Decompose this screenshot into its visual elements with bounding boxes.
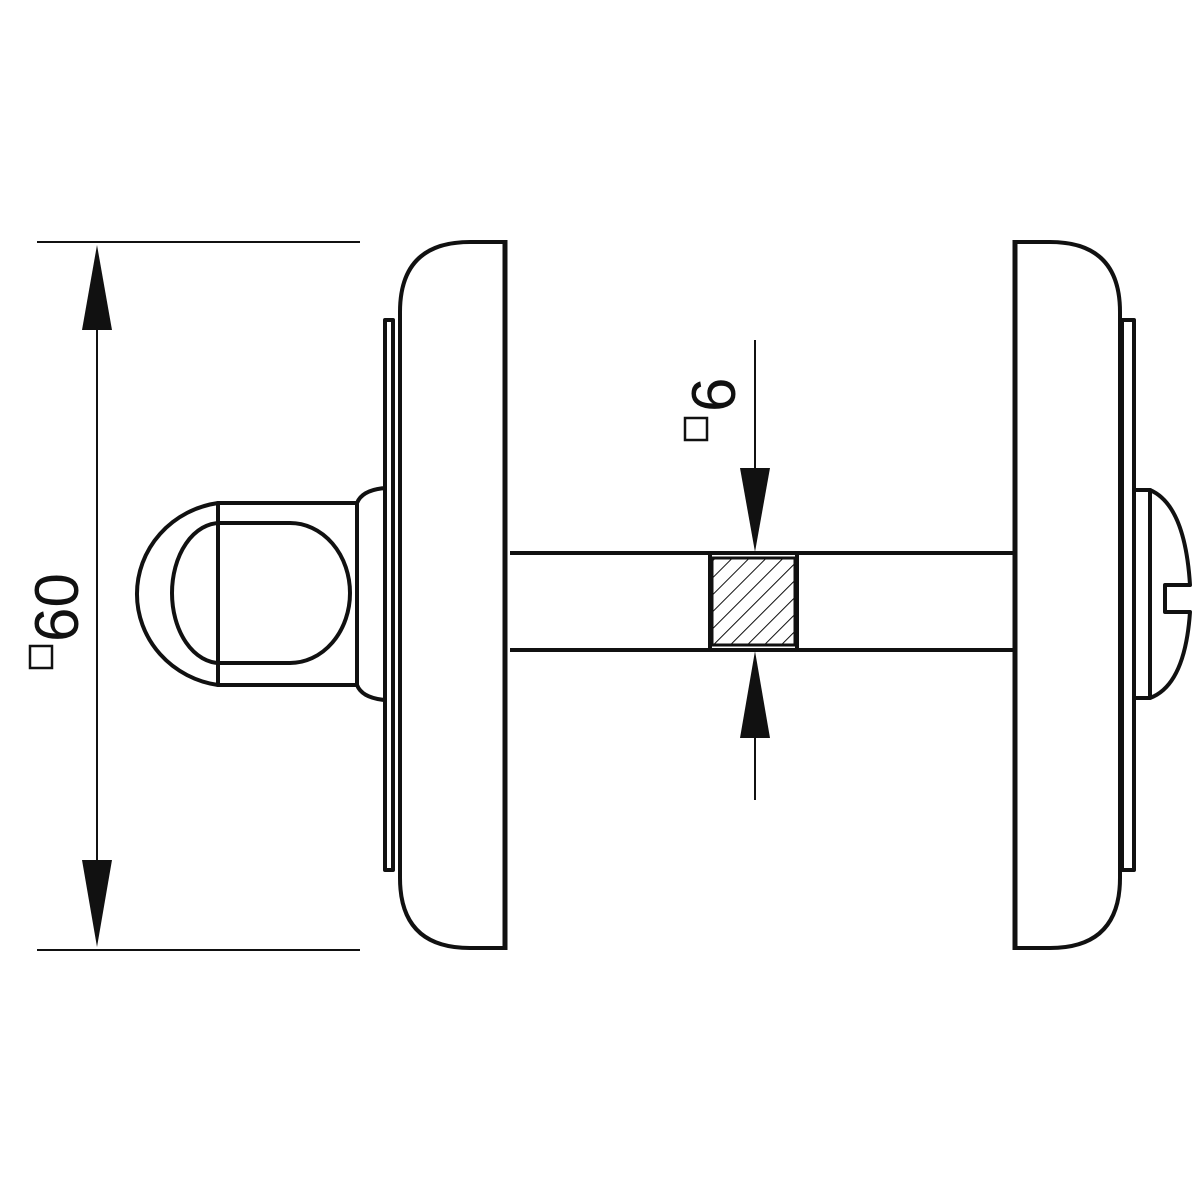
spindle <box>510 551 1013 652</box>
arrow-down-icon <box>740 468 770 552</box>
screw-head <box>1136 488 1192 700</box>
right-rosette <box>1012 240 1136 950</box>
square-symbol-icon <box>683 416 709 442</box>
arrow-up-icon <box>82 245 112 330</box>
spindle-section-hatch <box>710 556 797 647</box>
overall-dimension: 60 <box>23 241 360 951</box>
left-knob <box>134 486 387 702</box>
arrow-up-icon <box>740 651 770 738</box>
spindle-dimension-label: 6 <box>680 378 749 412</box>
overall-dimension-label: 60 <box>23 573 92 642</box>
arrow-down-icon <box>82 860 112 947</box>
spindle-dimension: 6 <box>680 340 770 800</box>
square-symbol-icon <box>28 644 54 670</box>
left-rosette <box>383 240 508 950</box>
